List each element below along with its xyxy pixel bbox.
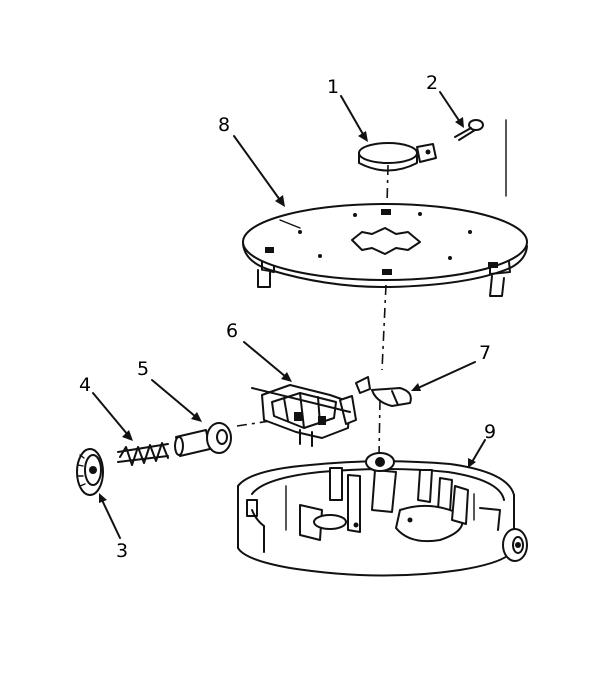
assembly-axis <box>236 119 507 456</box>
callout-9: 9 <box>484 421 497 443</box>
part-8-top-plate <box>242 203 528 297</box>
callout-5: 5 <box>137 358 150 380</box>
leader-lines <box>92 91 486 539</box>
callout-6: 6 <box>226 320 239 342</box>
part-4-spring <box>117 442 169 466</box>
callout-2: 2 <box>426 72 439 94</box>
part-2-screw <box>454 119 484 141</box>
callout-4: 4 <box>79 374 92 396</box>
part-6-switch-assembly <box>251 384 357 447</box>
part-5-plunger <box>174 422 232 457</box>
callout-8: 8 <box>218 114 231 136</box>
callout-1: 1 <box>327 76 340 98</box>
callout-3: 3 <box>116 540 129 562</box>
part-7-clip <box>355 376 412 407</box>
part-3-knob <box>76 448 104 496</box>
part-9-base-housing <box>237 452 528 577</box>
part-1-clamp-ring <box>358 142 437 172</box>
callout-7: 7 <box>479 342 492 364</box>
